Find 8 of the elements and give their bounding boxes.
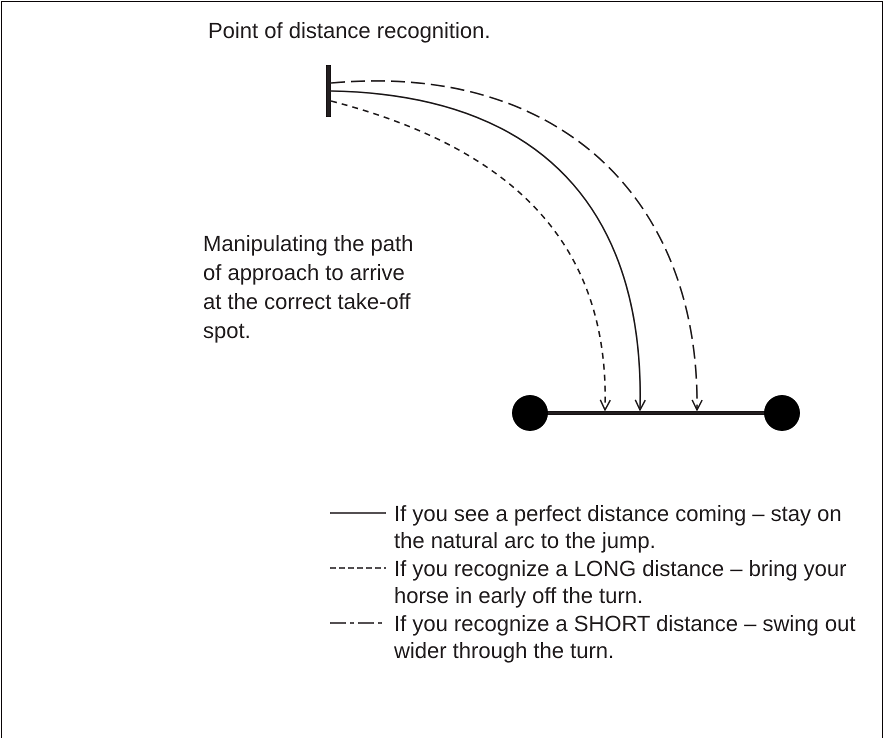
arrow	[330, 80, 702, 411]
legend-text: If you see a perfect distance coming – stay on the natural arc to the jump.	[394, 500, 843, 554]
jump-drawing	[512, 394, 800, 432]
legend-text: If you recognize a SHORT distance – swing out wider through the turn.	[394, 610, 856, 664]
start-mark	[326, 65, 331, 117]
note-text: Manipulating the path of approach to arrive at the correct take-off spot.	[203, 230, 414, 345]
legend-text: If you recognize a LONG distance – bring your horse in early off the turn.	[394, 555, 848, 609]
caption-text: Point of distance recognition.	[208, 17, 492, 44]
